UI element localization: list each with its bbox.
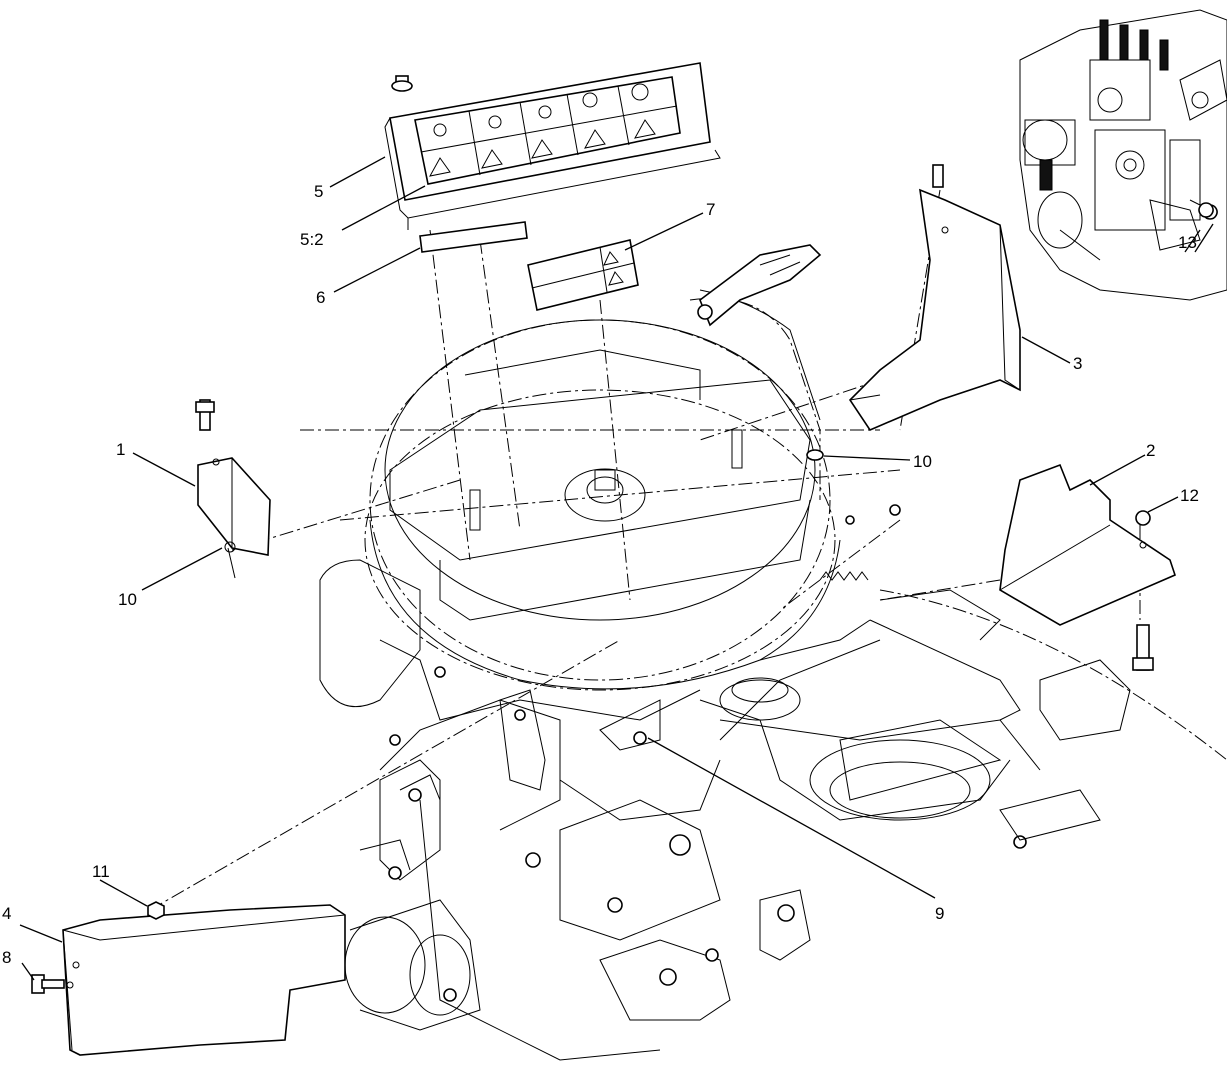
part-5-2-decal [414, 76, 681, 185]
part-12-nut [1135, 510, 1151, 526]
callout-7: 7 [706, 200, 715, 219]
callout-12: 12 [1180, 486, 1199, 505]
callout-6: 6 [316, 288, 325, 307]
discharge-handle [697, 244, 822, 327]
callout-5-2: 5:2 [300, 230, 324, 249]
part-2-shield [999, 463, 1176, 671]
leader-lines [19, 156, 1214, 981]
callout-9: 9 [935, 904, 944, 923]
part-13-clip [1198, 202, 1214, 218]
part-8-bolt [31, 974, 65, 994]
callout-10-right: 10 [913, 452, 932, 471]
engine-detail-inset [1019, 9, 1227, 301]
callout-11: 11 [92, 862, 110, 881]
callout-2: 2 [1146, 441, 1155, 460]
part-11-nut [147, 901, 165, 920]
callout-1: 1 [116, 440, 125, 459]
part-1-bracket [195, 399, 271, 579]
callout-labels: 1 2 3 4 5 5:2 6 7 8 9 10 10 11 12 13 [2, 182, 1199, 967]
callout-10-left: 10 [118, 590, 137, 609]
part-4-side-shield [62, 904, 346, 1056]
callout-3: 3 [1073, 354, 1082, 373]
callout-5: 5 [314, 182, 323, 201]
callout-13: 13 [1178, 233, 1197, 252]
part-7-warning-decal [527, 239, 639, 311]
callout-4: 4 [2, 904, 11, 923]
part-6-decal-strip [419, 221, 528, 253]
part-3-deflector [848, 164, 1021, 431]
part-10-washer [806, 449, 824, 461]
callout-8: 8 [2, 948, 11, 967]
